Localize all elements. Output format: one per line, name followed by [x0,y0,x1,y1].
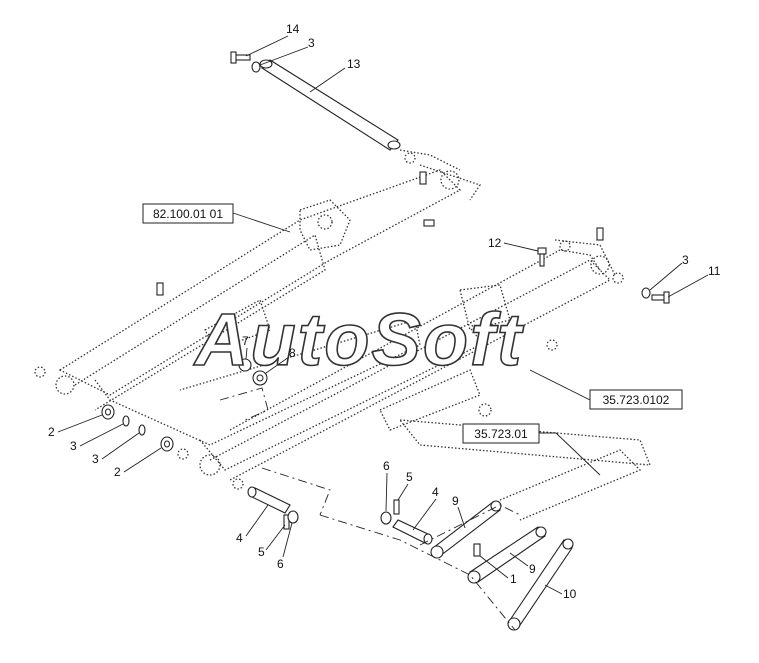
ring-7 [238,358,252,372]
callout-9-a: 9 [452,494,459,508]
callout-11: 11 [708,264,721,278]
callout-13: 13 [347,57,361,71]
callout-3-right: 3 [682,253,689,267]
bolt-12 [537,247,547,267]
bolt-14 [230,51,251,64]
ref-box-cyl-a: 35.723.0102 [529,369,683,410]
pin-4-right [392,519,433,545]
bolt-11 [651,291,670,304]
watermark: AutoSoft [193,298,525,381]
washer-3-right [641,287,651,299]
callout-8: 8 [289,346,296,360]
callout-3-b: 3 [92,452,99,466]
callout-5-b: 5 [258,545,265,559]
callout-5-a: 5 [406,470,413,484]
ring-6-left [287,510,299,524]
callout-3-top: 3 [308,36,315,50]
alignment-lines [219,387,521,631]
callouts: 14 3 13 12 3 11 7 8 2 3 3 2 6 5 4 9 4 5 [48,22,721,601]
callout-4-a: 4 [432,485,439,499]
svg-text:35.723.0102: 35.723.0102 [603,393,670,407]
left-washer-stack [101,404,174,452]
callout-4-b: 4 [236,531,243,545]
link-10 [507,538,574,631]
callout-12: 12 [488,236,502,250]
ring-6-right [380,511,392,525]
callout-6-a: 6 [383,459,390,473]
callout-14: 14 [286,22,300,36]
grease-fittings [156,171,604,557]
pin-4-left [247,486,291,514]
washer-8 [252,370,268,386]
pin-5-left [283,514,290,530]
callout-9-b: 9 [529,562,536,576]
callout-10: 10 [563,587,577,601]
svg-text:82.100.01 01: 82.100.01 01 [153,207,223,221]
callout-2-a: 2 [48,425,55,439]
washer-3-top [251,61,261,73]
callout-3-a: 3 [70,439,77,453]
link-9-lower [467,526,547,584]
callout-7: 7 [242,334,249,348]
frame-assembly [34,149,651,521]
callout-6-b: 6 [277,557,284,571]
svg-text:35.723.01: 35.723.01 [474,427,528,441]
pin-13 [259,59,401,151]
pin-5-right [393,499,400,515]
ref-box-cyl-b: 35.723.01 [462,423,601,476]
callout-1: 1 [510,572,517,586]
callout-2-b: 2 [114,465,121,479]
ref-box-frame: 82.100.01 01 [142,203,291,233]
